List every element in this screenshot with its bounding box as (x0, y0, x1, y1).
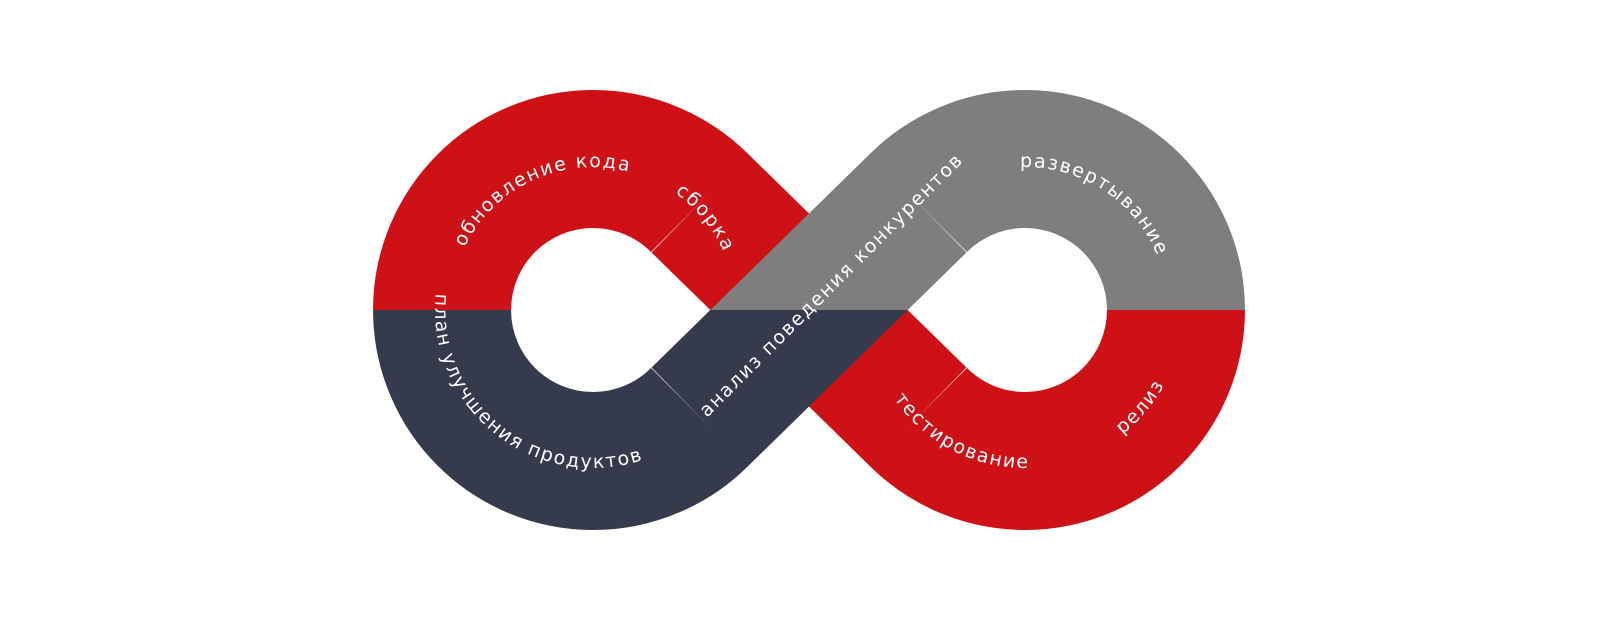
analysis-band (651, 153, 967, 467)
left-lobe (373, 90, 749, 530)
left-lobe-bottom-navy (373, 310, 749, 530)
left-lobe-top-red (373, 90, 749, 310)
right-lobe-top-gray (869, 90, 1245, 310)
right-lobe (869, 90, 1245, 530)
right-lobe-bottom-red (869, 310, 1245, 530)
analysis-band-bottom-navy (651, 310, 908, 467)
